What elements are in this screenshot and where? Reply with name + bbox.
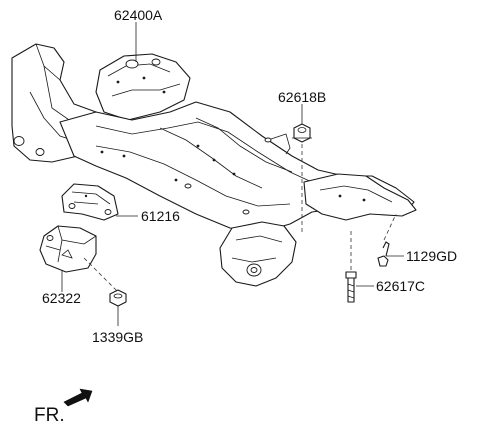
part-label-62322: 62322 — [42, 290, 81, 306]
part-label-1129GD: 1129GD — [406, 248, 457, 264]
mount-bracket — [61, 183, 119, 221]
part-label-62400A: 62400A — [114, 7, 163, 23]
engine-mount — [39, 225, 97, 273]
part-label-62618B: 62618B — [278, 89, 326, 105]
flange-nut — [292, 123, 312, 143]
part-label-62617C: 62617C — [376, 278, 425, 294]
mount-flange-bolt — [109, 289, 127, 326]
front-direction-label: FR. — [34, 405, 65, 426]
front-bolt — [345, 271, 357, 303]
part-label-1339GB: 1339GB — [92, 329, 143, 345]
rear-bolt-alignment-line — [383, 213, 397, 241]
mount-bolt-alignment-line — [83, 257, 119, 293]
part-label-61216: 61216 — [141, 208, 180, 224]
front-direction-indicator: FR. — [34, 388, 93, 426]
front-arrow-icon — [63, 388, 93, 407]
front-subframe — [11, 43, 417, 287]
leader-lines — [61, 22, 404, 292]
rear-bolt — [377, 241, 390, 267]
